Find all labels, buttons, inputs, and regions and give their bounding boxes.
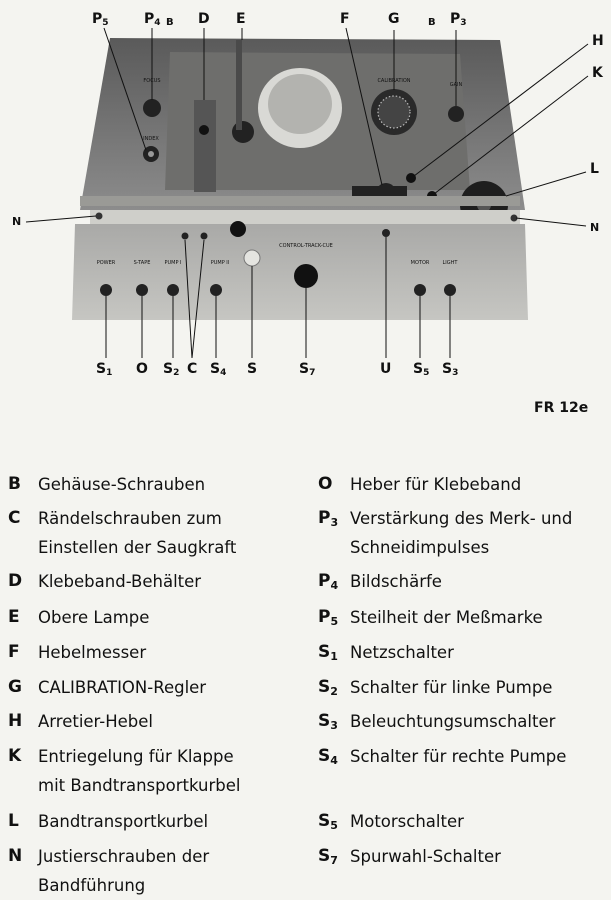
focus-knob <box>143 99 161 117</box>
label-gain: GAIN <box>450 82 463 88</box>
callout-h: H <box>592 33 604 49</box>
callout-s7: S7 <box>299 361 316 378</box>
label-stape: S-TAPE <box>134 260 151 266</box>
callout-n-left: N <box>12 215 22 228</box>
callout-p3: P3 <box>450 11 467 28</box>
callout-s5: S5 <box>413 361 430 378</box>
track-selector-knob <box>294 264 318 288</box>
callout-l: L <box>590 161 599 177</box>
callout-e: E <box>236 11 246 27</box>
callout-o: O <box>136 361 148 377</box>
callout-p5: P5 <box>92 11 109 28</box>
callout-f: F <box>340 11 350 27</box>
label-index: INDEX <box>143 136 159 142</box>
callout-p4: P4 <box>144 11 161 28</box>
callout-b-left: B <box>166 17 174 28</box>
callout-c: C <box>187 361 198 377</box>
label-focus: FOCUS <box>143 78 160 84</box>
callout-n-right: N <box>590 221 600 234</box>
callout-u: U <box>380 361 392 377</box>
callout-s1: S1 <box>96 361 113 378</box>
callout-s3: S3 <box>442 361 459 378</box>
tape-channel <box>80 196 520 206</box>
label-control: CONTROL-TRACK-CUE <box>279 243 333 249</box>
callout-b-right: B <box>428 17 436 28</box>
figure-code: FR 12e <box>534 400 589 416</box>
callout-g: G <box>388 11 400 27</box>
callout-s2: S2 <box>163 361 180 378</box>
callout-k: K <box>592 65 603 81</box>
label-pump2: PUMP II <box>211 260 230 266</box>
device-photo: FOCUS INDEX CALIBRATION GAIN POWER S-TAP… <box>0 0 611 420</box>
callout-d: D <box>198 11 210 27</box>
upper-lamp <box>232 121 254 143</box>
label-pump1: PUMP I <box>164 260 181 266</box>
tape-dispenser <box>194 100 216 192</box>
label-motor: MOTOR <box>411 260 430 266</box>
label-power: POWER <box>97 260 116 266</box>
callout-s4: S4 <box>210 361 227 378</box>
label-light: LIGHT <box>443 260 459 266</box>
callout-s: S <box>247 361 258 377</box>
gain-knob <box>448 106 464 122</box>
device-illustration: FOCUS INDEX CALIBRATION GAIN POWER S-TAP… <box>0 0 611 420</box>
label-calibration: CALIBRATION <box>377 78 410 84</box>
